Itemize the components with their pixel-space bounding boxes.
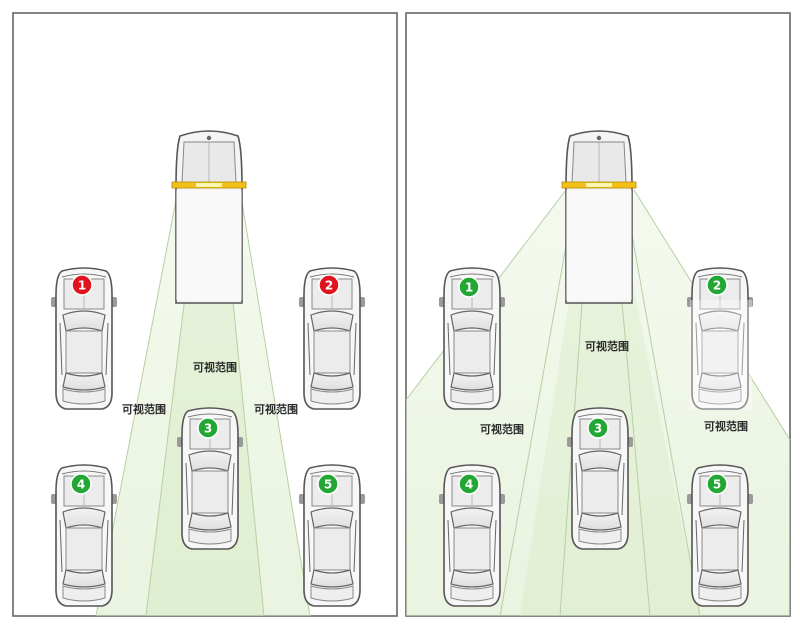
left-badge-3	[197, 417, 219, 439]
right-badge-5-number: 5	[713, 478, 721, 492]
right-badge-4	[458, 473, 480, 495]
left-camera-car	[171, 130, 247, 304]
right-camera-car	[561, 130, 637, 304]
left-badge-5	[317, 473, 339, 495]
right-badge-3	[587, 417, 609, 439]
right-badge-2	[706, 274, 728, 296]
left-badge-4-number: 4	[77, 478, 85, 492]
left-view-label-center: 可视范围	[193, 361, 237, 374]
left-badge-1	[71, 274, 93, 296]
right-view-label-left: 可视范围	[480, 423, 524, 436]
left-badges: 1 2 3 4 5	[70, 274, 340, 495]
right-view-label-right: 可视范围	[704, 420, 748, 433]
left-badge-3-number: 3	[204, 422, 212, 436]
right-badge-1	[458, 276, 480, 298]
left-view-label-left: 可视范围	[122, 403, 166, 416]
left-badge-2-number: 2	[325, 279, 333, 293]
right-badge-3-number: 3	[594, 422, 602, 436]
right-badge-2-number: 2	[713, 279, 721, 293]
right-badges: 1 2 3 4 5	[458, 274, 728, 495]
right-badge-4-number: 4	[465, 478, 473, 492]
right-cars	[438, 267, 754, 607]
left-badge-4	[70, 473, 92, 495]
left-badge-1-number: 1	[78, 279, 86, 293]
left-badge-5-number: 5	[324, 478, 332, 492]
right-badge-5	[706, 473, 728, 495]
right-view-label-center: 可视范围	[585, 340, 629, 353]
left-badge-2	[318, 274, 340, 296]
left-view-label-right: 可视范围	[254, 403, 298, 416]
right-badge-1-number: 1	[465, 281, 473, 295]
